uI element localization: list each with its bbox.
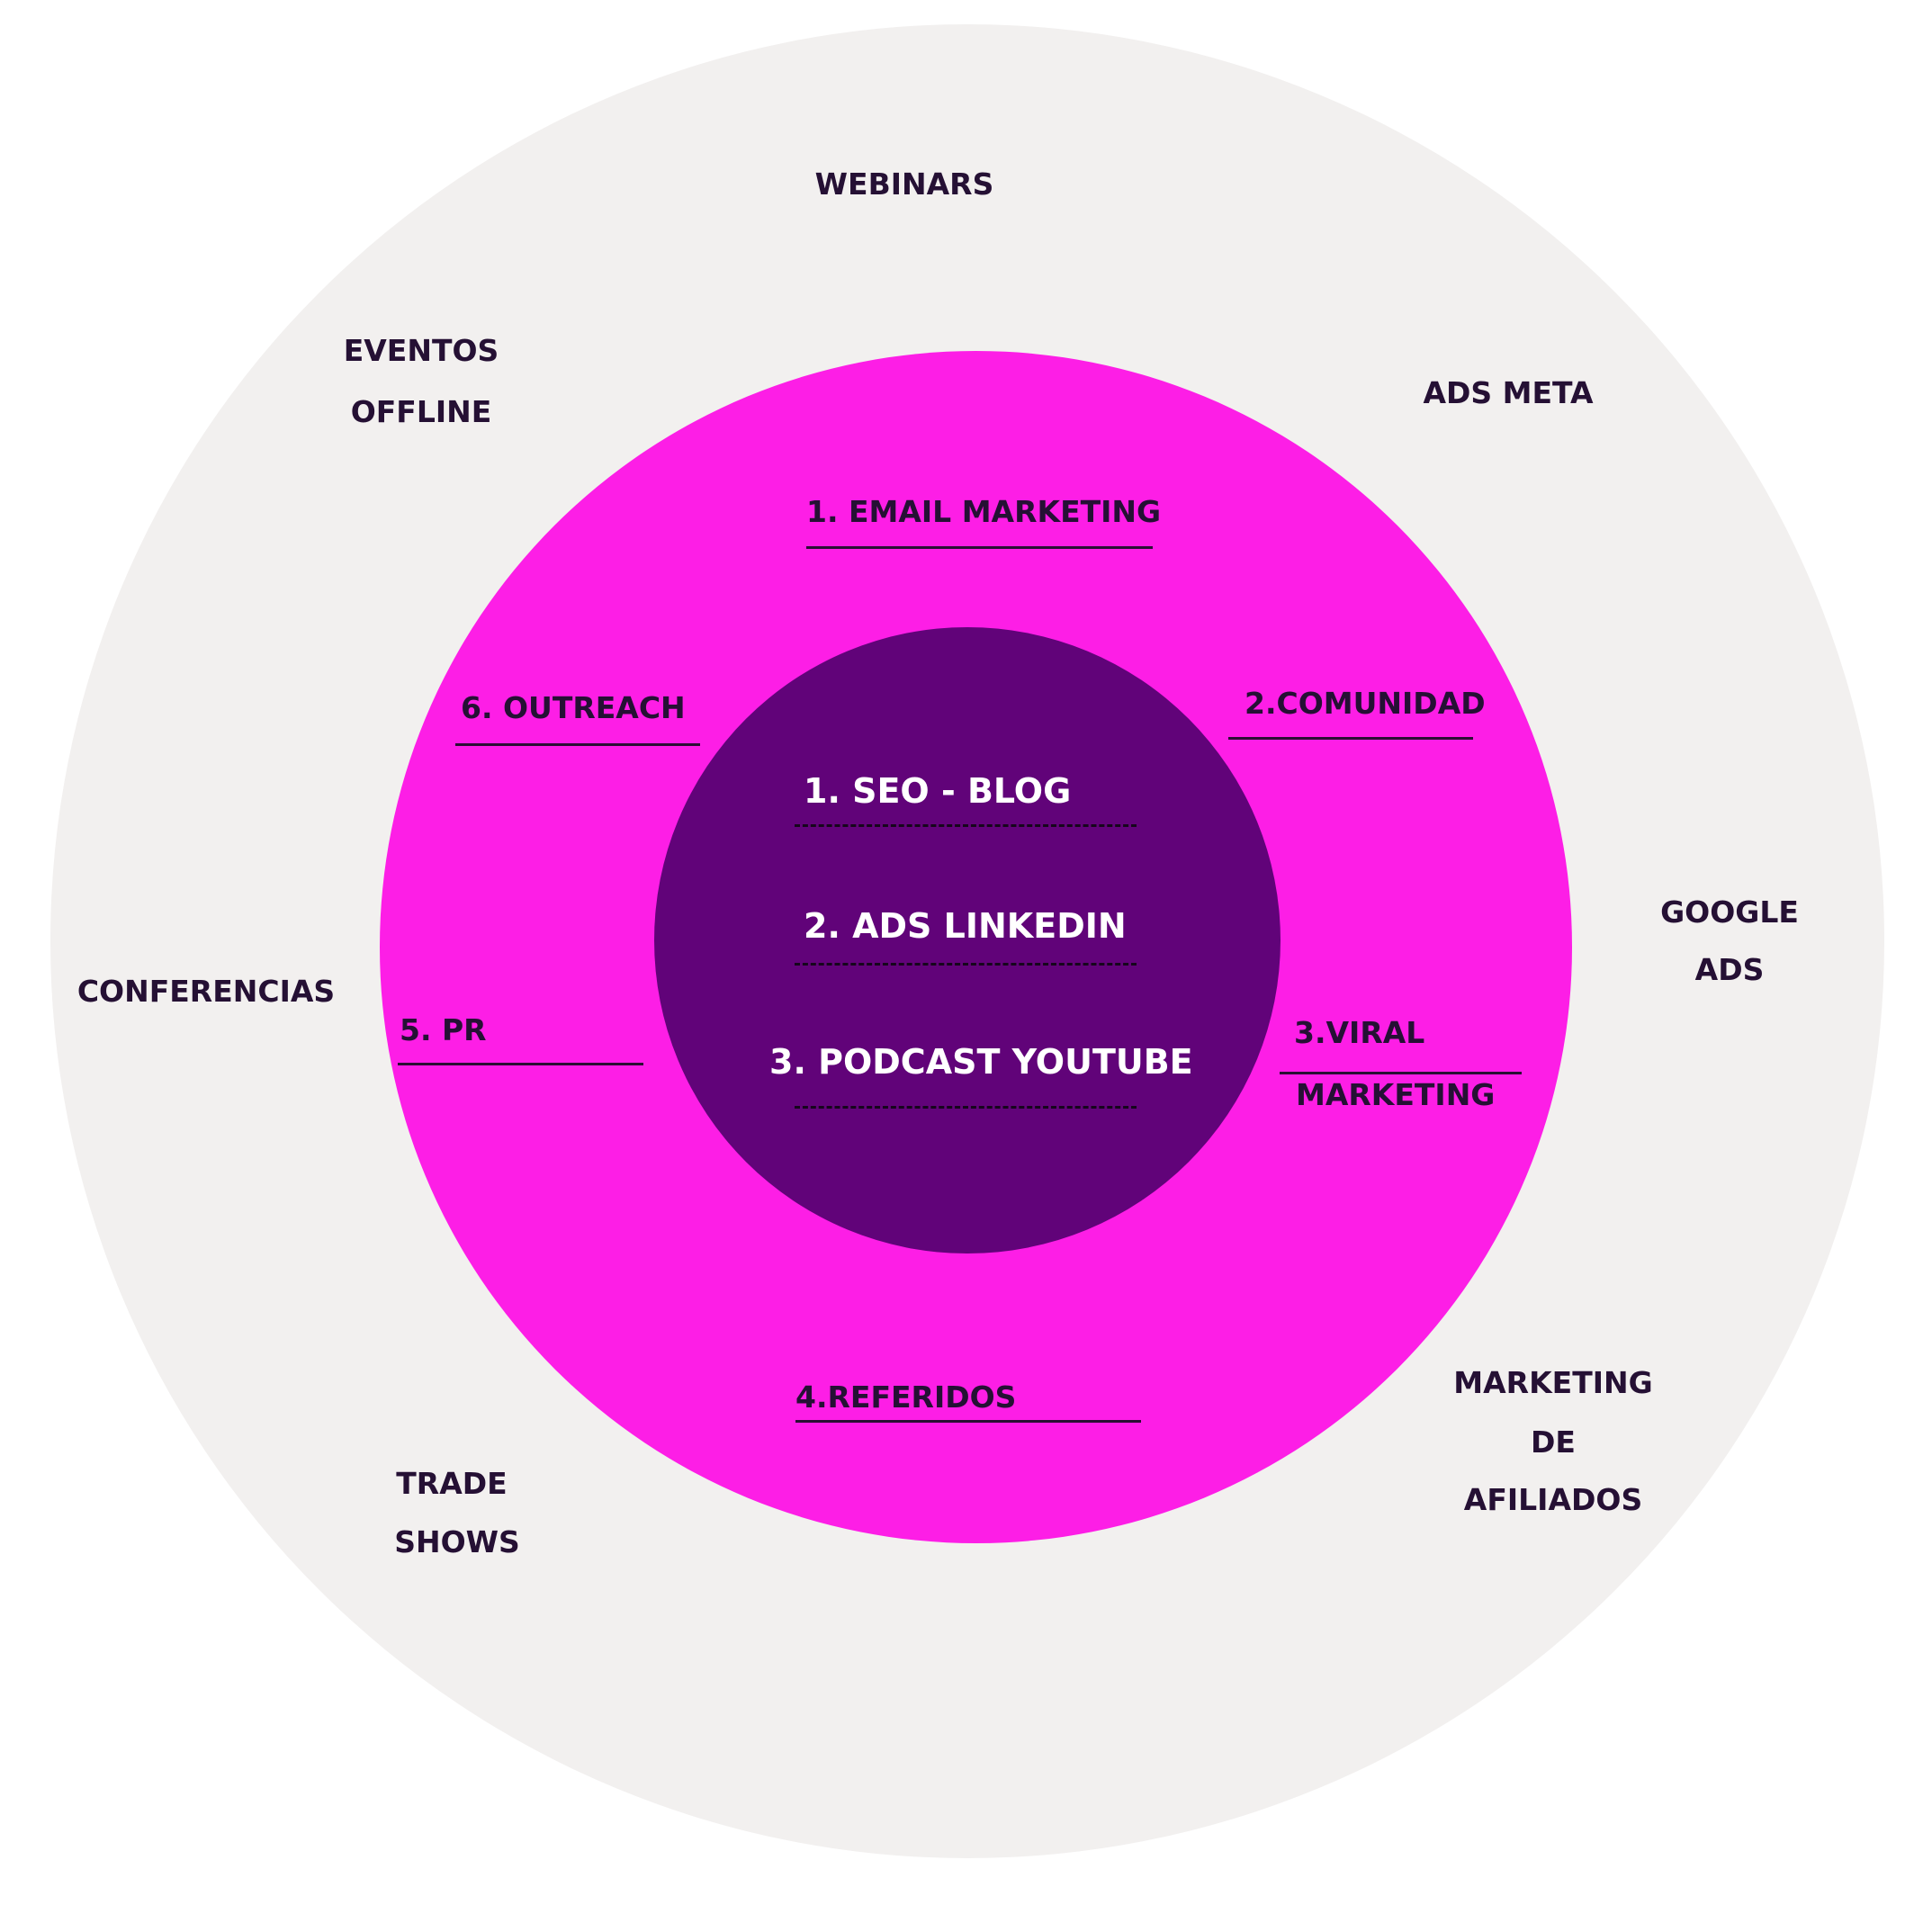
underline-referidos xyxy=(795,1420,1141,1423)
label-afiliados: AFILIADOS xyxy=(1463,1482,1643,1517)
label-podcast-youtube: 3. PODCAST YOUTUBE xyxy=(769,1042,1193,1082)
label-pr: 5. PR xyxy=(400,1012,487,1047)
label-offline: OFFLINE xyxy=(350,394,492,429)
dashline-seo-blog xyxy=(795,824,1137,827)
label-marketing: MARKETING xyxy=(1453,1365,1653,1400)
underline-comunidad xyxy=(1228,737,1473,740)
label-seo-blog: 1. SEO - BLOG xyxy=(804,771,1072,811)
label-viral-marketing: MARKETING xyxy=(1296,1077,1496,1112)
label-google: GOOGLE xyxy=(1660,894,1799,930)
dashline-ads-linkedin xyxy=(795,963,1137,966)
label-referidos: 4.REFERIDOS xyxy=(795,1379,1017,1415)
underline-pr xyxy=(398,1063,643,1065)
label-trade: TRADE xyxy=(396,1466,508,1501)
dashline-podcast-youtube xyxy=(795,1106,1137,1109)
inner-circle xyxy=(654,627,1281,1254)
label-ads: ADS xyxy=(1694,952,1765,987)
label-conferencias: CONFERENCIAS xyxy=(76,974,336,1009)
underline-viral-marketing xyxy=(1280,1072,1522,1074)
label-ads-meta: ADS META xyxy=(1423,375,1594,410)
label-comunidad: 2.COMUNIDAD xyxy=(1245,686,1486,721)
label-email-marketing: 1. EMAIL MARKETING xyxy=(806,494,1162,529)
label-eventos: EVENTOS xyxy=(343,333,499,368)
underline-outreach xyxy=(455,743,700,746)
label-de: DE xyxy=(1531,1424,1576,1460)
label-viral: 3.VIRAL xyxy=(1294,1015,1425,1050)
label-webinars: WEBINARS xyxy=(814,166,994,202)
underline-email-marketing xyxy=(806,546,1153,549)
label-shows: SHOWS xyxy=(394,1524,520,1559)
label-outreach: 6. OUTREACH xyxy=(461,690,686,725)
label-ads-linkedin: 2. ADS LINKEDIN xyxy=(804,906,1127,946)
